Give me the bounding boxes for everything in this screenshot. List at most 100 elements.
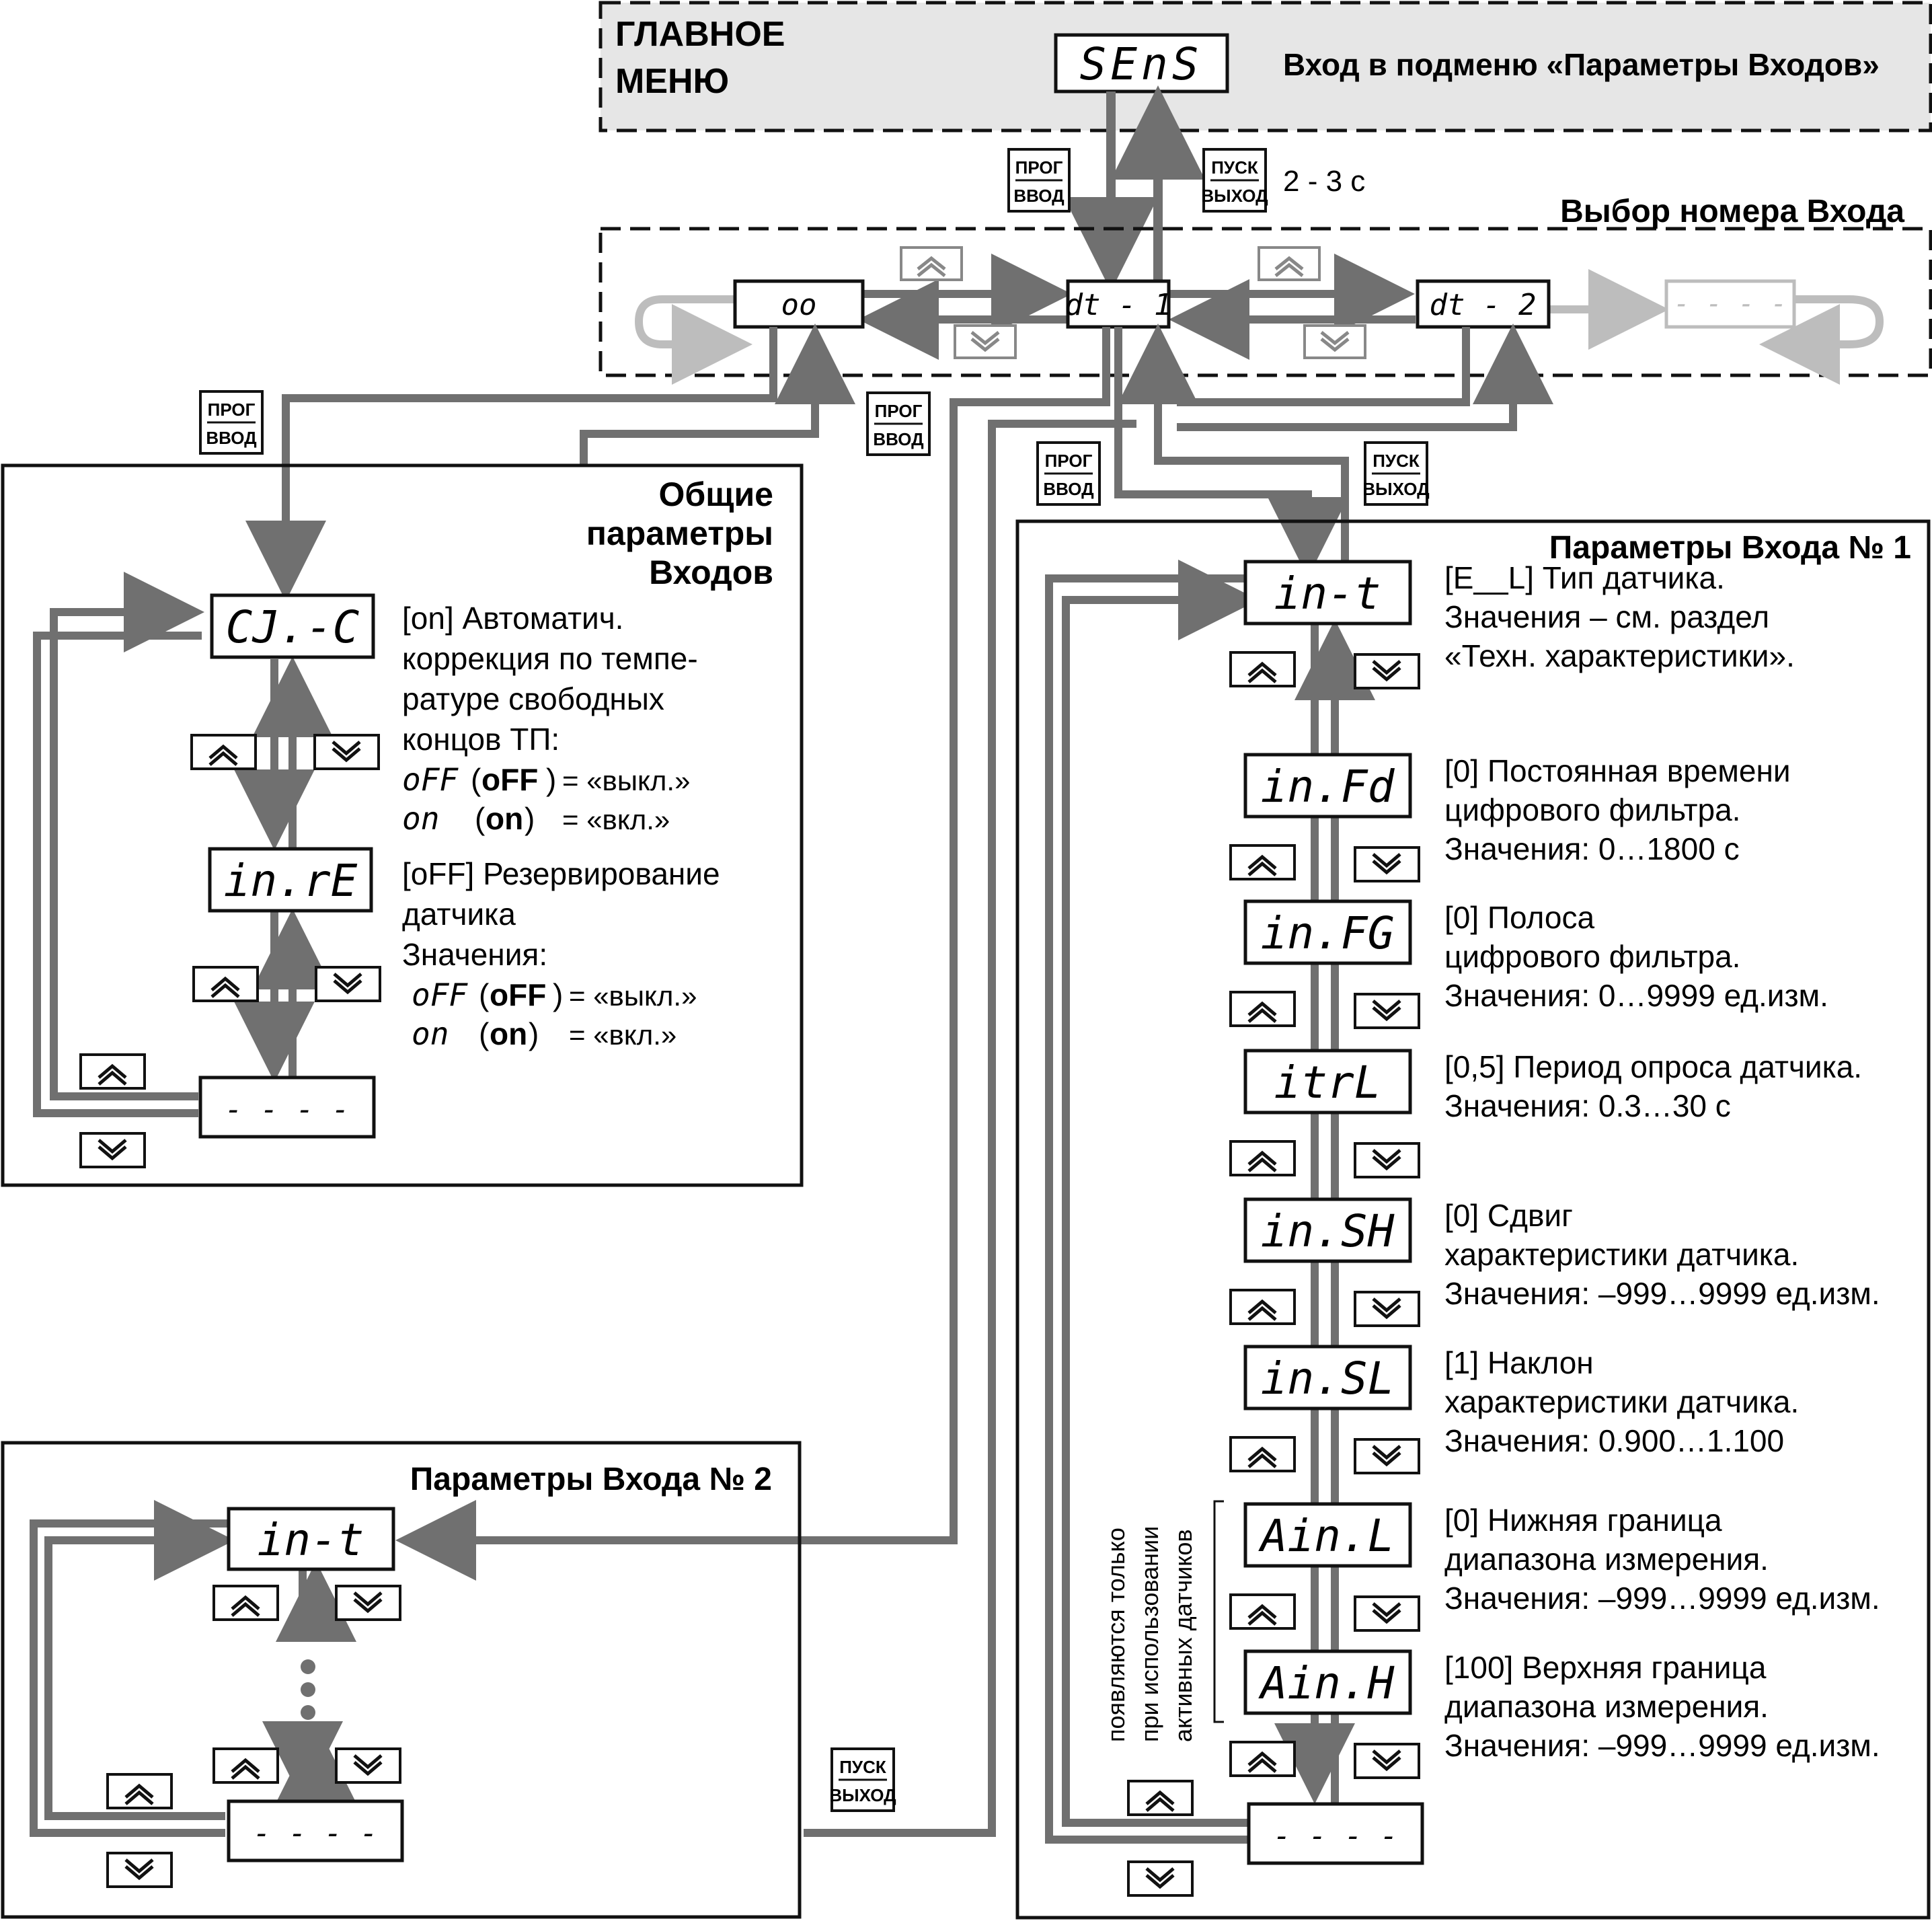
input1-param-desc-line: диапазона измерения.	[1444, 1542, 1769, 1577]
common-display-cjc-text: CJ.-C	[226, 601, 360, 653]
input1-up-key[interactable]	[1229, 1436, 1296, 1472]
input2-display-end[interactable]: - - - -	[227, 1799, 404, 1862]
inre-option-off: oFF ( oFF ) = «выкл.»	[412, 977, 697, 1013]
selector-down-key-1[interactable]	[954, 324, 1017, 359]
input1-down-key-end[interactable]	[1127, 1860, 1194, 1897]
prog-key-input2[interactable]: ПРОГ ВВОД	[866, 391, 931, 456]
input1-param-display-text: in-t	[1274, 568, 1381, 619]
common-title-1: Общие	[658, 476, 773, 513]
input1-up-key[interactable]	[1229, 1140, 1296, 1176]
common-down-key-2[interactable]	[315, 966, 381, 1002]
selector-item-common-text: oo	[781, 288, 817, 322]
inre-option-on: on ( on ) = «вкл.»	[412, 1016, 677, 1052]
inre-option-on-glyph: on	[412, 1016, 449, 1052]
input2-display-int[interactable]: in-t	[227, 1507, 395, 1571]
input1-param-desc-line: Значения: –999…9999 ед.изм.	[1444, 1728, 1880, 1763]
prog-key-input2-sublabel: ВВОД	[873, 429, 924, 449]
common-display-cjc[interactable]: CJ.-C	[210, 593, 375, 659]
selector-up-key-1[interactable]	[900, 246, 963, 281]
input1-up-key-end[interactable]	[1127, 1780, 1194, 1816]
common-up-key-3[interactable]	[79, 1053, 146, 1090]
input1-display-end[interactable]: - - - -	[1247, 1802, 1424, 1865]
common-down-key-3[interactable]	[79, 1132, 146, 1168]
input1-up-key[interactable]	[1229, 1289, 1296, 1325]
input1-up-key[interactable]	[1229, 1593, 1296, 1630]
input1-param-desc-line: [0] Полоса	[1444, 900, 1594, 935]
cjc-option-on-code: on	[486, 801, 523, 836]
input1-up-key[interactable]	[1229, 991, 1296, 1027]
cjc-option-off: oFF ( oFF ) = «выкл.»	[402, 761, 690, 798]
selector-item-input1[interactable]: dt - 1	[1065, 279, 1172, 329]
selector-item-more[interactable]: - - - -	[1664, 279, 1796, 329]
cjc-option-off-meaning: = «выкл.»	[562, 765, 690, 796]
input1-param-display-text: Ain.H	[1258, 1657, 1395, 1709]
common-title-3: Входов	[649, 554, 773, 591]
active-note-line-1: появляются только	[1102, 1528, 1130, 1742]
input1-down-key[interactable]	[1354, 1595, 1420, 1632]
input1-param-display[interactable]: Ain.L	[1243, 1502, 1412, 1568]
start-key-input2[interactable]: ПУСК ВЫХОД	[829, 1747, 896, 1812]
input1-param-desc-line: [E__L] Тип датчика.	[1444, 560, 1725, 595]
input1-param-desc-line: диапазона измерения.	[1444, 1689, 1769, 1724]
input1-down-key[interactable]	[1354, 1142, 1420, 1178]
inre-option-on-paren-close: )	[529, 1016, 539, 1051]
input1-param-display[interactable]: in.FG	[1243, 899, 1412, 965]
input1-param-display[interactable]: in-t	[1243, 560, 1412, 626]
input1-up-key[interactable]	[1229, 844, 1296, 880]
cjc-option-off-paren-open: (	[471, 762, 481, 797]
input2-down-key-1[interactable]	[335, 1585, 401, 1621]
input1-up-key[interactable]	[1229, 1741, 1296, 1777]
inre-option-off-paren-close: )	[553, 977, 563, 1012]
input1-down-key[interactable]	[1354, 1438, 1420, 1474]
start-key-input2-sublabel: ВЫХОД	[829, 1785, 896, 1805]
input1-down-key[interactable]	[1354, 993, 1420, 1029]
common-display-inre[interactable]: in.rE	[208, 847, 373, 913]
selector-down-key-2[interactable]	[1303, 324, 1366, 359]
inre-description: [oFF] Резервирование датчика Значения:	[402, 856, 720, 972]
input1-param-display[interactable]: in.Fd	[1243, 753, 1412, 819]
input2-panel: Параметры Входа № 2	[1, 1441, 802, 1919]
input2-down-key-3[interactable]	[106, 1852, 173, 1888]
input1-up-key[interactable]	[1229, 651, 1296, 687]
inre-option-off-code: oFF	[490, 977, 546, 1012]
input1-param-display-text: in.FG	[1261, 907, 1395, 959]
common-up-key-1[interactable]	[190, 734, 257, 770]
sens-display[interactable]: SEnS	[1054, 33, 1229, 93]
input1-param-desc-line: «Техн. характеристики».	[1444, 638, 1795, 673]
selector-item-common[interactable]: oo	[733, 279, 865, 329]
prog-key-common[interactable]: ПРОГ ВВОД	[199, 390, 264, 455]
start-key-input1-label: ПУСК	[1373, 451, 1420, 471]
selector-up-key-2[interactable]	[1258, 246, 1321, 281]
input1-down-key[interactable]	[1354, 846, 1420, 882]
prog-key-input2-label: ПРОГ	[875, 401, 923, 421]
input1-down-key[interactable]	[1354, 1743, 1420, 1779]
selector-item-input2[interactable]: dt - 2	[1416, 279, 1551, 329]
start-key-input2-label: ПУСК	[839, 1757, 886, 1777]
cjc-option-on-paren-open: (	[475, 801, 486, 836]
input1-down-key[interactable]	[1354, 1291, 1420, 1327]
input2-up-key-3[interactable]	[106, 1773, 173, 1809]
input1-param-display[interactable]: in.SL	[1243, 1345, 1412, 1410]
input1-param-display[interactable]: in.SH	[1243, 1197, 1412, 1263]
input2-up-key-2[interactable]	[212, 1747, 279, 1784]
input1-param-display[interactable]: Ain.H	[1243, 1649, 1412, 1715]
input2-up-key-1[interactable]	[212, 1585, 279, 1621]
input1-param-desc-line: характеристики датчика.	[1444, 1237, 1799, 1272]
input1-param-display[interactable]: itrL	[1243, 1049, 1412, 1115]
prog-key-common-sublabel: ВВОД	[206, 428, 257, 448]
start-key-input1[interactable]: ПУСК ВЫХОД	[1362, 441, 1430, 506]
common-down-key-1[interactable]	[313, 734, 380, 770]
selector-item-input1-text: dt - 1	[1065, 288, 1172, 322]
prog-key-input1[interactable]: ПРОГ ВВОД	[1036, 441, 1101, 506]
common-up-key-2[interactable]	[192, 966, 259, 1002]
input1-down-key[interactable]	[1354, 653, 1420, 689]
input1-param-desc-line: Значения: –999…9999 ед.изм.	[1444, 1276, 1880, 1311]
input2-down-key-2[interactable]	[335, 1747, 401, 1784]
common-display-end[interactable]: - - - -	[198, 1076, 376, 1139]
cjc-description: [on] Автоматич. коррекция по темпе- рату…	[402, 601, 698, 757]
prog-key-top[interactable]: ПРОГ ВВОД	[1007, 148, 1071, 213]
start-key-top[interactable]: ПУСК ВЫХОД	[1201, 148, 1268, 213]
